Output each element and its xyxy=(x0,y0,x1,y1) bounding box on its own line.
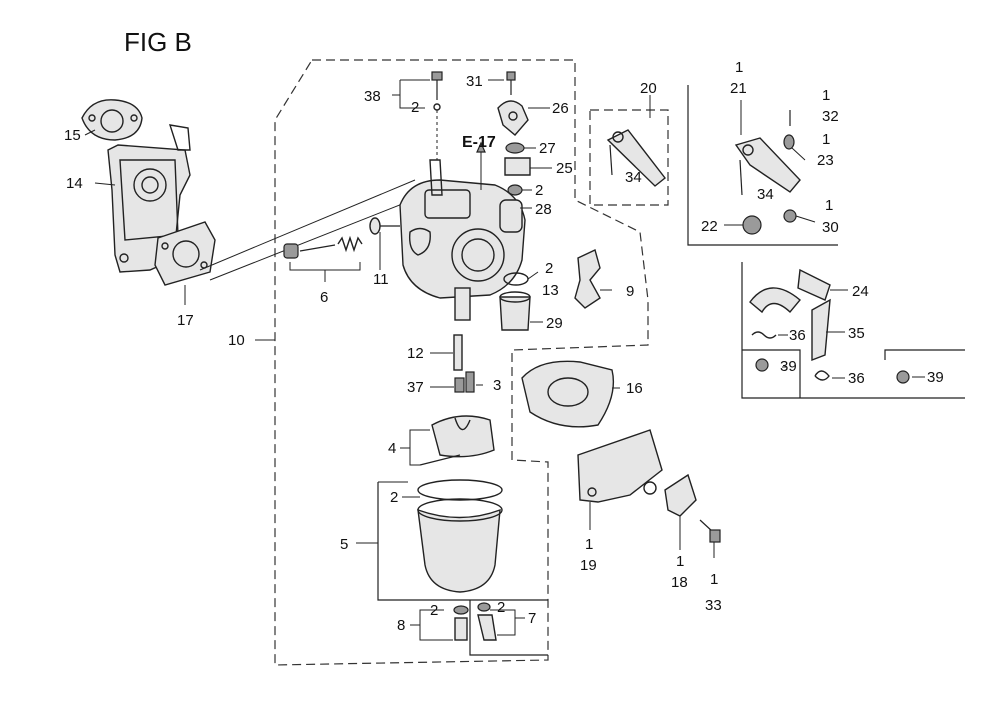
tube-subbox-a xyxy=(742,349,801,398)
callout-26: 26 xyxy=(552,100,569,117)
tube-group-box xyxy=(741,262,965,399)
drain-screw-8 xyxy=(453,605,469,641)
callout-4: 4 xyxy=(388,440,396,457)
callout-34-choke: 34 xyxy=(757,186,774,203)
drain-screw-7 xyxy=(477,602,497,641)
callout-34-lever: 34 xyxy=(625,169,642,186)
bolt-33 xyxy=(699,519,721,543)
callout-28: 28 xyxy=(535,201,552,218)
callout-7: 7 xyxy=(528,610,536,627)
callout-29: 29 xyxy=(546,315,563,332)
washer-27 xyxy=(505,142,525,154)
tube-35 xyxy=(811,298,831,362)
tube-subbox-b xyxy=(884,349,965,360)
callout-2-oring: 2 xyxy=(545,260,553,277)
lever-20 xyxy=(606,129,666,187)
callout-20: 20 xyxy=(640,80,657,97)
callout-36-upper: 36 xyxy=(789,327,806,344)
screw-assy-6 xyxy=(283,235,363,259)
callout-27: 27 xyxy=(539,140,556,157)
gasket-17 xyxy=(154,221,216,286)
piece-25 xyxy=(504,157,531,176)
plate-26 xyxy=(497,100,529,136)
nut-30 xyxy=(783,209,797,223)
gasket-15 xyxy=(81,99,143,141)
lever-group-box xyxy=(589,109,669,206)
tube-24a xyxy=(749,287,801,314)
callout-11: 11 xyxy=(373,271,389,288)
callout-31: 31 xyxy=(466,73,483,90)
callout-2-drain-right: 2 xyxy=(497,599,505,616)
callout-23: 23 xyxy=(817,152,834,169)
callout-1-nut-qty: 1 xyxy=(825,197,833,214)
callout-13: 13 xyxy=(542,282,559,299)
section-ref-e17: E-17 xyxy=(462,134,496,151)
cup-29 xyxy=(499,291,531,331)
drain-group-outline xyxy=(469,600,548,656)
callout-21: 21 xyxy=(730,80,747,97)
callout-18: 18 xyxy=(671,574,688,591)
callout-39-left: 39 xyxy=(780,358,797,375)
callout-33: 33 xyxy=(705,597,722,614)
tube-24b xyxy=(797,268,831,301)
callout-1-screw-qty: 1 xyxy=(822,87,830,104)
callout-1-clamp-qty: 1 xyxy=(676,553,684,570)
callout-10: 10 xyxy=(228,332,245,349)
jet-37 xyxy=(454,377,465,393)
callout-2-bowl: 2 xyxy=(390,489,398,506)
callout-2-mid: 2 xyxy=(535,182,543,199)
callout-6: 6 xyxy=(320,289,328,306)
callout-19: 19 xyxy=(580,557,597,574)
callout-2-drain-left: 2 xyxy=(430,602,438,619)
callout-1-spring-qty: 1 xyxy=(822,131,830,148)
callout-24: 24 xyxy=(852,283,869,300)
callout-8: 8 xyxy=(397,617,405,634)
callout-2-upper: 2 xyxy=(411,99,419,116)
clip-36a xyxy=(751,331,777,339)
choke-group-box xyxy=(687,85,838,246)
callout-22: 22 xyxy=(701,218,718,235)
callout-1-bolt-qty: 1 xyxy=(710,571,718,588)
fitting-9 xyxy=(574,249,601,309)
callout-37: 37 xyxy=(407,379,424,396)
callout-30: 30 xyxy=(822,219,839,236)
gasket-16 xyxy=(521,360,615,428)
clamp-18 xyxy=(664,473,697,517)
callout-39-right: 39 xyxy=(927,369,944,386)
screw-38 xyxy=(431,71,443,160)
callout-1-choke-qty: 1 xyxy=(735,59,743,76)
callout-12: 12 xyxy=(407,345,424,362)
float-bowl-5 xyxy=(417,479,503,593)
jet-3 xyxy=(465,371,475,393)
bowl-group-outline xyxy=(377,482,548,601)
screw-31 xyxy=(506,71,516,95)
callout-32: 32 xyxy=(822,108,839,125)
clip-39a xyxy=(755,358,769,372)
callout-5: 5 xyxy=(340,536,348,553)
clip-39b xyxy=(896,370,910,384)
callout-15: 15 xyxy=(64,127,81,144)
gear-22 xyxy=(742,215,762,235)
choke-lever-21 xyxy=(734,137,801,196)
spring-23 xyxy=(783,134,795,150)
clip-36b xyxy=(814,370,830,381)
plate-19 xyxy=(577,429,663,503)
figure-title: FIG B xyxy=(124,27,192,57)
nozzle-12 xyxy=(453,334,463,371)
screw-11 xyxy=(369,217,400,235)
callout-25: 25 xyxy=(556,160,573,177)
callout-14: 14 xyxy=(66,175,83,192)
carburetor-body xyxy=(399,159,526,321)
callout-17: 17 xyxy=(177,312,194,329)
float-4 xyxy=(419,415,495,466)
callout-3: 3 xyxy=(493,377,501,394)
callout-9: 9 xyxy=(626,283,634,300)
callout-1-plate-qty: 1 xyxy=(585,536,593,553)
callout-36-lower: 36 xyxy=(848,370,865,387)
callout-16: 16 xyxy=(626,380,643,397)
callout-35: 35 xyxy=(848,325,865,342)
spring-28 xyxy=(507,184,523,196)
callout-38: 38 xyxy=(364,88,381,105)
